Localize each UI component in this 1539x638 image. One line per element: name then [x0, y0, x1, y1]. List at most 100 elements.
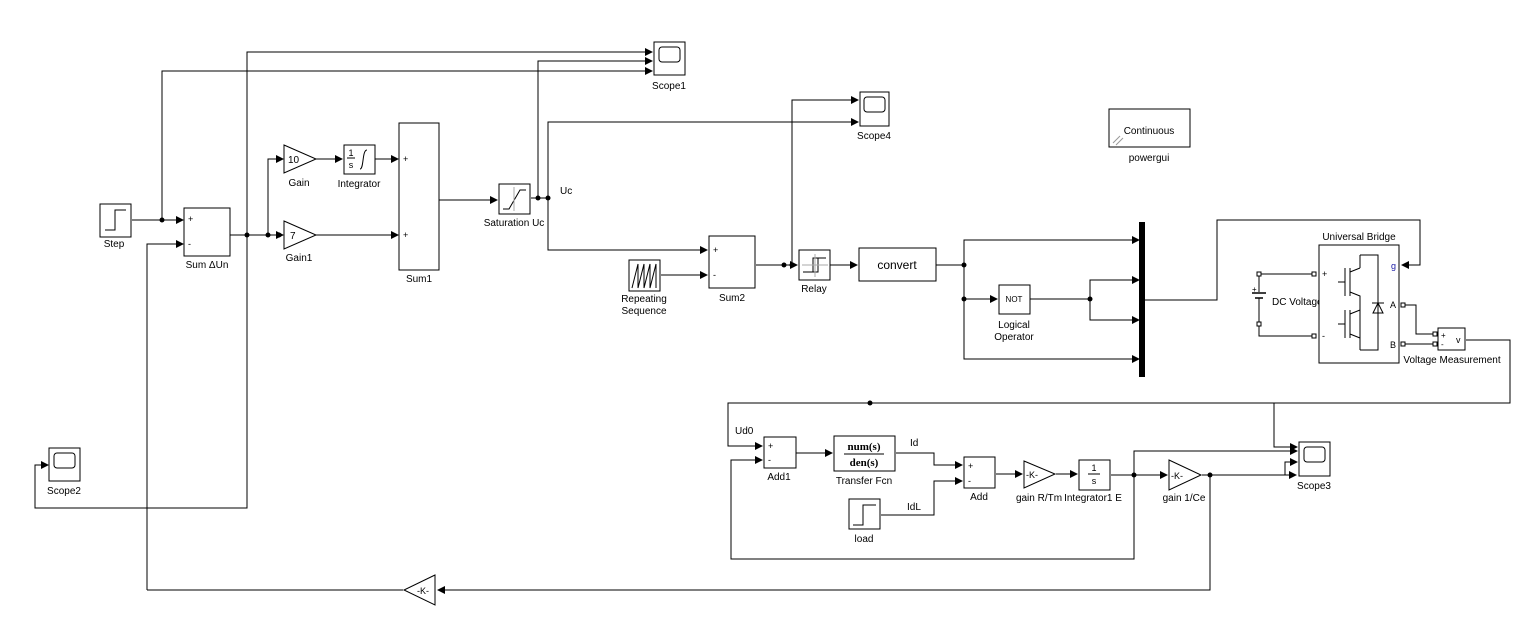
feedback-gain-block[interactable]: -K- — [402, 574, 436, 606]
igbt-icon — [1338, 254, 1384, 351]
not-text: NOT — [1006, 295, 1023, 304]
convert-label: convert — [877, 258, 917, 272]
integral-icon — [359, 149, 368, 170]
relay-label: Relay — [801, 284, 827, 295]
voltage-measurement-block[interactable]: + - v Voltage Measurement — [1403, 327, 1501, 366]
port-g: g — [1391, 261, 1396, 271]
step-icon — [853, 504, 876, 526]
ud0-signal-label: Ud0 — [735, 426, 754, 437]
saturation-label: Saturation Uc — [484, 218, 545, 229]
k-text: -K- — [417, 586, 429, 596]
universal-bridge-block[interactable]: Universal Bridge + - g A B — [1311, 232, 1406, 364]
gain-1ce-label: gain 1/Ce — [1163, 493, 1206, 504]
scope1-label: Scope1 — [652, 81, 686, 92]
gain-value: 10 — [288, 155, 300, 166]
integrator1-den: s — [1092, 476, 1097, 486]
add-block[interactable]: + - Add — [963, 456, 996, 503]
scope4-label: Scope4 — [857, 131, 891, 142]
gain1-block[interactable]: 7 Gain1 — [283, 220, 318, 264]
logical-operator-block[interactable]: NOT Logical Operator — [994, 284, 1034, 343]
port-plus: + — [968, 461, 973, 471]
scope4-block[interactable]: Scope4 — [857, 91, 891, 142]
port-minus: - — [968, 476, 971, 486]
port-b: B — [1390, 340, 1396, 350]
id-signal-label: Id — [910, 438, 918, 449]
port-plus: + — [188, 214, 193, 224]
powergui-icon — [1112, 135, 1124, 146]
port-plus: + — [1322, 269, 1327, 279]
sum2-label: Sum2 — [719, 293, 746, 304]
scope3-block[interactable]: Scope3 — [1297, 441, 1331, 492]
sum-dun-block[interactable]: + - Sum ΔUn — [183, 207, 231, 271]
gain-block[interactable]: 10 Gain — [283, 144, 318, 189]
tf-numerator: num(s) — [847, 441, 880, 453]
port-v: v — [1456, 335, 1461, 345]
saturation-block[interactable]: Saturation Uc — [484, 183, 545, 229]
port-plus: + — [403, 154, 408, 164]
gain1-value: 7 — [290, 231, 296, 242]
k-text: -K- — [1171, 471, 1183, 481]
repeating-sequence-block[interactable]: Repeating Sequence — [621, 259, 667, 317]
k-text: -K- — [1026, 470, 1038, 480]
uc-signal-label: Uc — [560, 186, 572, 197]
add1-block[interactable]: + - Add1 — [763, 436, 797, 483]
gain1-label: Gain1 — [286, 253, 313, 264]
transfer-fcn-label: Transfer Fcn — [836, 476, 892, 487]
sum1-label: Sum1 — [406, 274, 433, 285]
scope2-label: Scope2 — [47, 486, 81, 497]
port-plus: + — [1441, 331, 1446, 340]
port-a: A — [1390, 300, 1396, 310]
powergui-block[interactable]: Continuous powergui — [1108, 108, 1191, 164]
relay-block[interactable]: Relay — [798, 249, 831, 295]
transfer-fcn-block[interactable]: num(s) den(s) Transfer Fcn — [833, 435, 896, 487]
gain-1ce-block[interactable]: -K- gain 1/Ce — [1163, 459, 1206, 504]
sum2-block[interactable]: + - Sum2 — [708, 235, 756, 304]
port-minus: - — [1441, 340, 1444, 349]
scope1-block[interactable]: Scope1 — [652, 41, 686, 92]
port-minus: - — [713, 270, 716, 280]
gain-label: Gain — [288, 178, 309, 189]
integrator1-e-label: Integrator1 E — [1064, 493, 1122, 504]
integrator-num: 1 — [348, 148, 353, 158]
logical-operator-label-1: Logical — [998, 320, 1030, 331]
integrator-den: s — [349, 160, 354, 170]
logical-operator-label-2: Operator — [994, 332, 1034, 343]
integrator-label: Integrator — [338, 179, 381, 190]
port-minus: - — [188, 239, 191, 249]
load-label: load — [855, 534, 874, 545]
powergui-mode-text: Continuous — [1124, 126, 1175, 137]
signal-lines — [34, 48, 1511, 594]
integrator1-num: 1 — [1091, 463, 1096, 473]
load-block[interactable]: load — [848, 498, 881, 545]
step-label: Step — [104, 239, 125, 250]
sum-dun-label: Sum ΔUn — [186, 260, 229, 271]
port-minus: - — [1322, 331, 1325, 341]
gain-rtm-block[interactable]: -K- gain R/Tm — [1016, 460, 1062, 504]
convert-block[interactable]: convert — [858, 247, 937, 282]
voltage-measurement-label: Voltage Measurement — [1403, 355, 1501, 366]
universal-bridge-label: Universal Bridge — [1322, 232, 1396, 243]
repeating-sequence-label-2: Sequence — [621, 306, 666, 317]
step-icon — [105, 209, 126, 231]
sum1-block[interactable]: + + Sum1 — [398, 122, 440, 285]
powergui-label: powergui — [1129, 153, 1170, 164]
sawtooth-icon — [631, 263, 657, 289]
port-plus: + — [768, 441, 773, 451]
dc-voltage-source-block[interactable]: + DC Voltage Source — [1252, 271, 1357, 327]
port-plus: + — [713, 245, 718, 255]
port-plus: + — [1252, 285, 1257, 294]
integrator1-e-block[interactable]: 1 s Integrator1 E — [1064, 459, 1122, 504]
port-minus: - — [768, 455, 771, 465]
mux-block[interactable] — [1139, 222, 1145, 377]
idl-signal-label: IdL — [907, 502, 921, 513]
repeating-sequence-label-1: Repeating — [621, 294, 667, 305]
tf-denominator: den(s) — [850, 457, 879, 469]
scope3-label: Scope3 — [1297, 481, 1331, 492]
integrator-block[interactable]: 1 s Integrator — [338, 144, 381, 190]
gain-rtm-label: gain R/Tm — [1016, 493, 1062, 504]
scope2-block[interactable]: Scope2 — [47, 447, 81, 497]
junction-dots — [159, 195, 1213, 478]
add-label: Add — [970, 492, 988, 503]
port-plus: + — [403, 230, 408, 240]
step-block[interactable]: Step — [99, 203, 132, 250]
